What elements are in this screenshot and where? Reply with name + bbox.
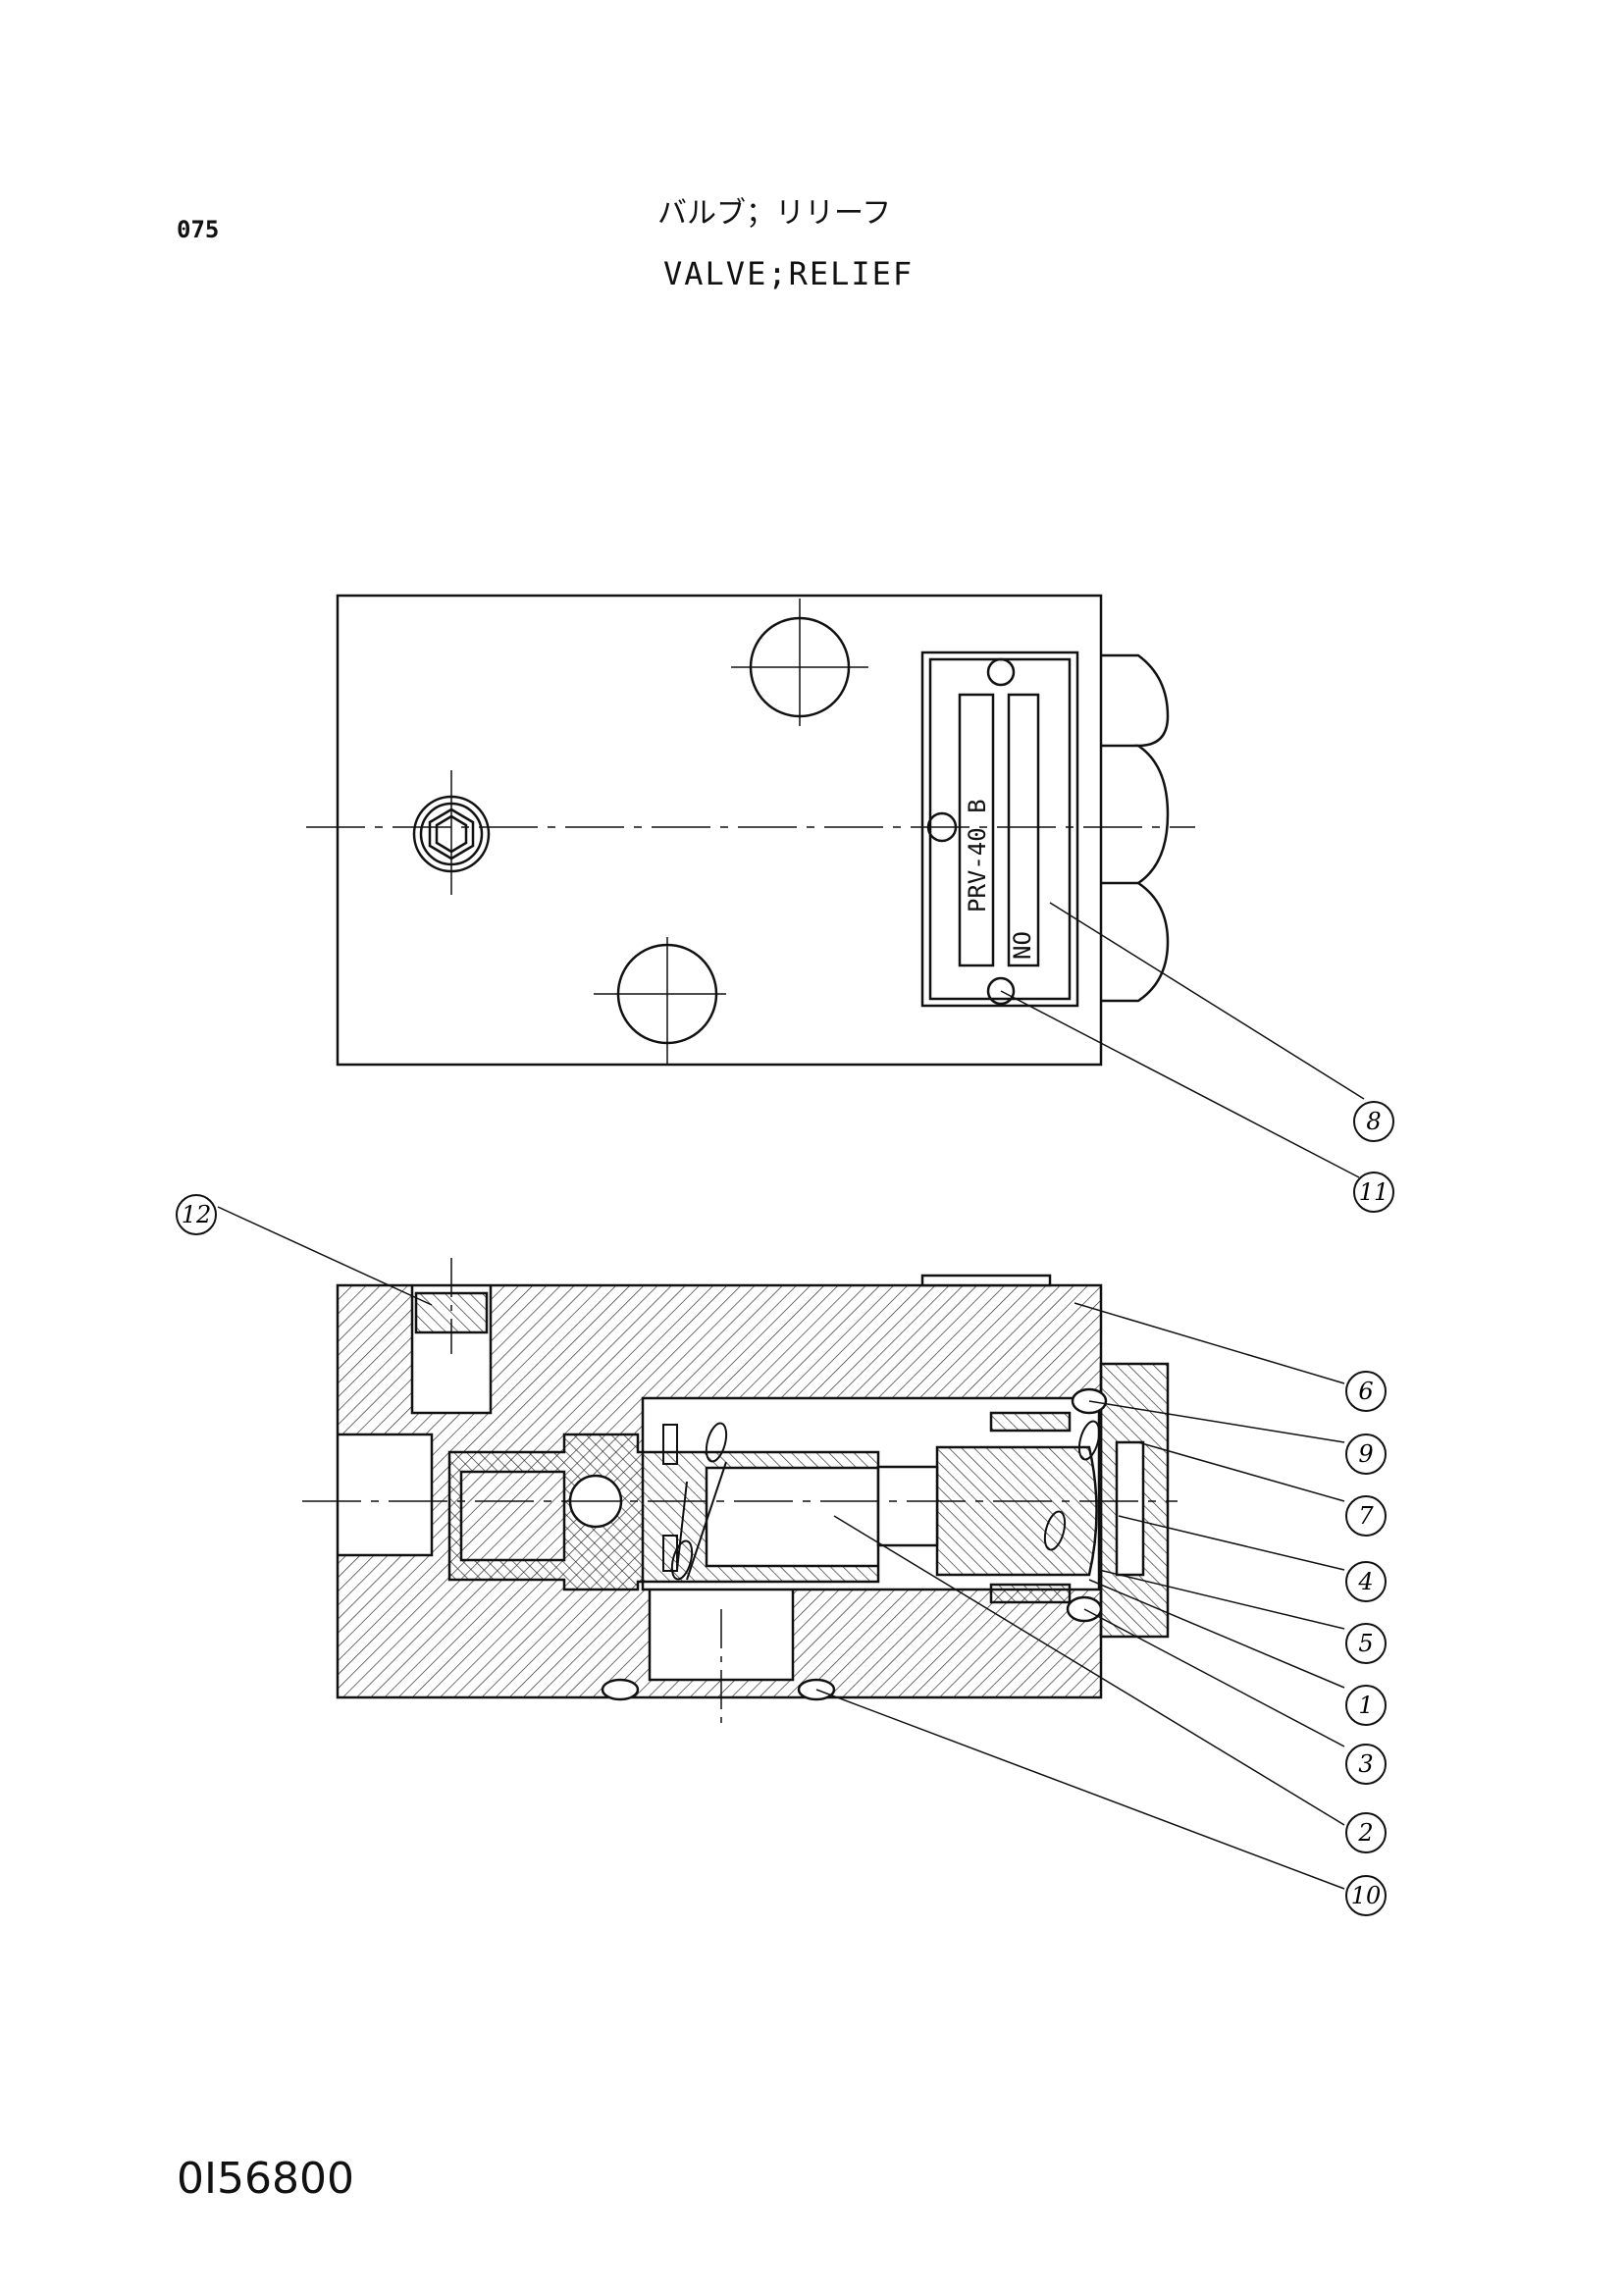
title-japanese: バルブ；リリーフ xyxy=(657,196,892,231)
page-code: 075 xyxy=(177,216,220,243)
nameplate xyxy=(920,651,1079,1008)
callout-12: 12 xyxy=(176,1194,217,1235)
svg-text:7: 7 xyxy=(1358,1502,1374,1530)
top-view xyxy=(306,594,1195,1067)
nameplate-section xyxy=(920,1274,1052,1287)
hex-nut xyxy=(1101,653,1170,1003)
valve-body-outline xyxy=(336,594,1103,1067)
svg-text:2: 2 xyxy=(1357,1819,1373,1847)
hex-socket-plug xyxy=(412,770,491,895)
callout-8: 8 xyxy=(1353,1101,1394,1142)
poppet-section xyxy=(935,1445,1098,1577)
drawing-id: 0I56800 xyxy=(177,2154,354,2204)
o-ring xyxy=(601,1678,640,1701)
callout-4: 4 xyxy=(1345,1561,1387,1602)
nut-section xyxy=(1099,1362,1170,1639)
svg-text:10: 10 xyxy=(1351,1882,1382,1909)
callout-1: 1 xyxy=(1345,1685,1387,1726)
callout-5: 5 xyxy=(1345,1623,1387,1664)
svg-text:9: 9 xyxy=(1358,1440,1373,1468)
callout-3: 3 xyxy=(1345,1744,1387,1785)
svg-text:5: 5 xyxy=(1358,1630,1373,1657)
valve-body-section xyxy=(336,1283,1103,1699)
svg-text:3: 3 xyxy=(1358,1750,1373,1778)
nameplate-model: PRV-40 B xyxy=(964,799,991,912)
section-view xyxy=(302,1258,1178,1727)
callout-10: 10 xyxy=(1345,1875,1387,1916)
title-english: VALVE;RELIEF xyxy=(663,255,915,292)
callout-2: 2 xyxy=(1345,1812,1387,1853)
spool-section xyxy=(447,1433,880,1591)
svg-text:1: 1 xyxy=(1358,1692,1373,1719)
svg-text:6: 6 xyxy=(1358,1378,1373,1405)
callout-9: 9 xyxy=(1345,1434,1387,1475)
callout-7: 7 xyxy=(1345,1495,1387,1537)
svg-text:8: 8 xyxy=(1366,1108,1381,1135)
callout-6: 6 xyxy=(1345,1371,1387,1412)
nameplate-no-label: NO xyxy=(1009,931,1036,960)
svg-text:11: 11 xyxy=(1359,1178,1389,1206)
svg-text:12: 12 xyxy=(182,1201,212,1228)
svg-text:4: 4 xyxy=(1357,1568,1373,1595)
callout-11: 11 xyxy=(1353,1172,1394,1213)
callouts xyxy=(217,902,1365,1890)
